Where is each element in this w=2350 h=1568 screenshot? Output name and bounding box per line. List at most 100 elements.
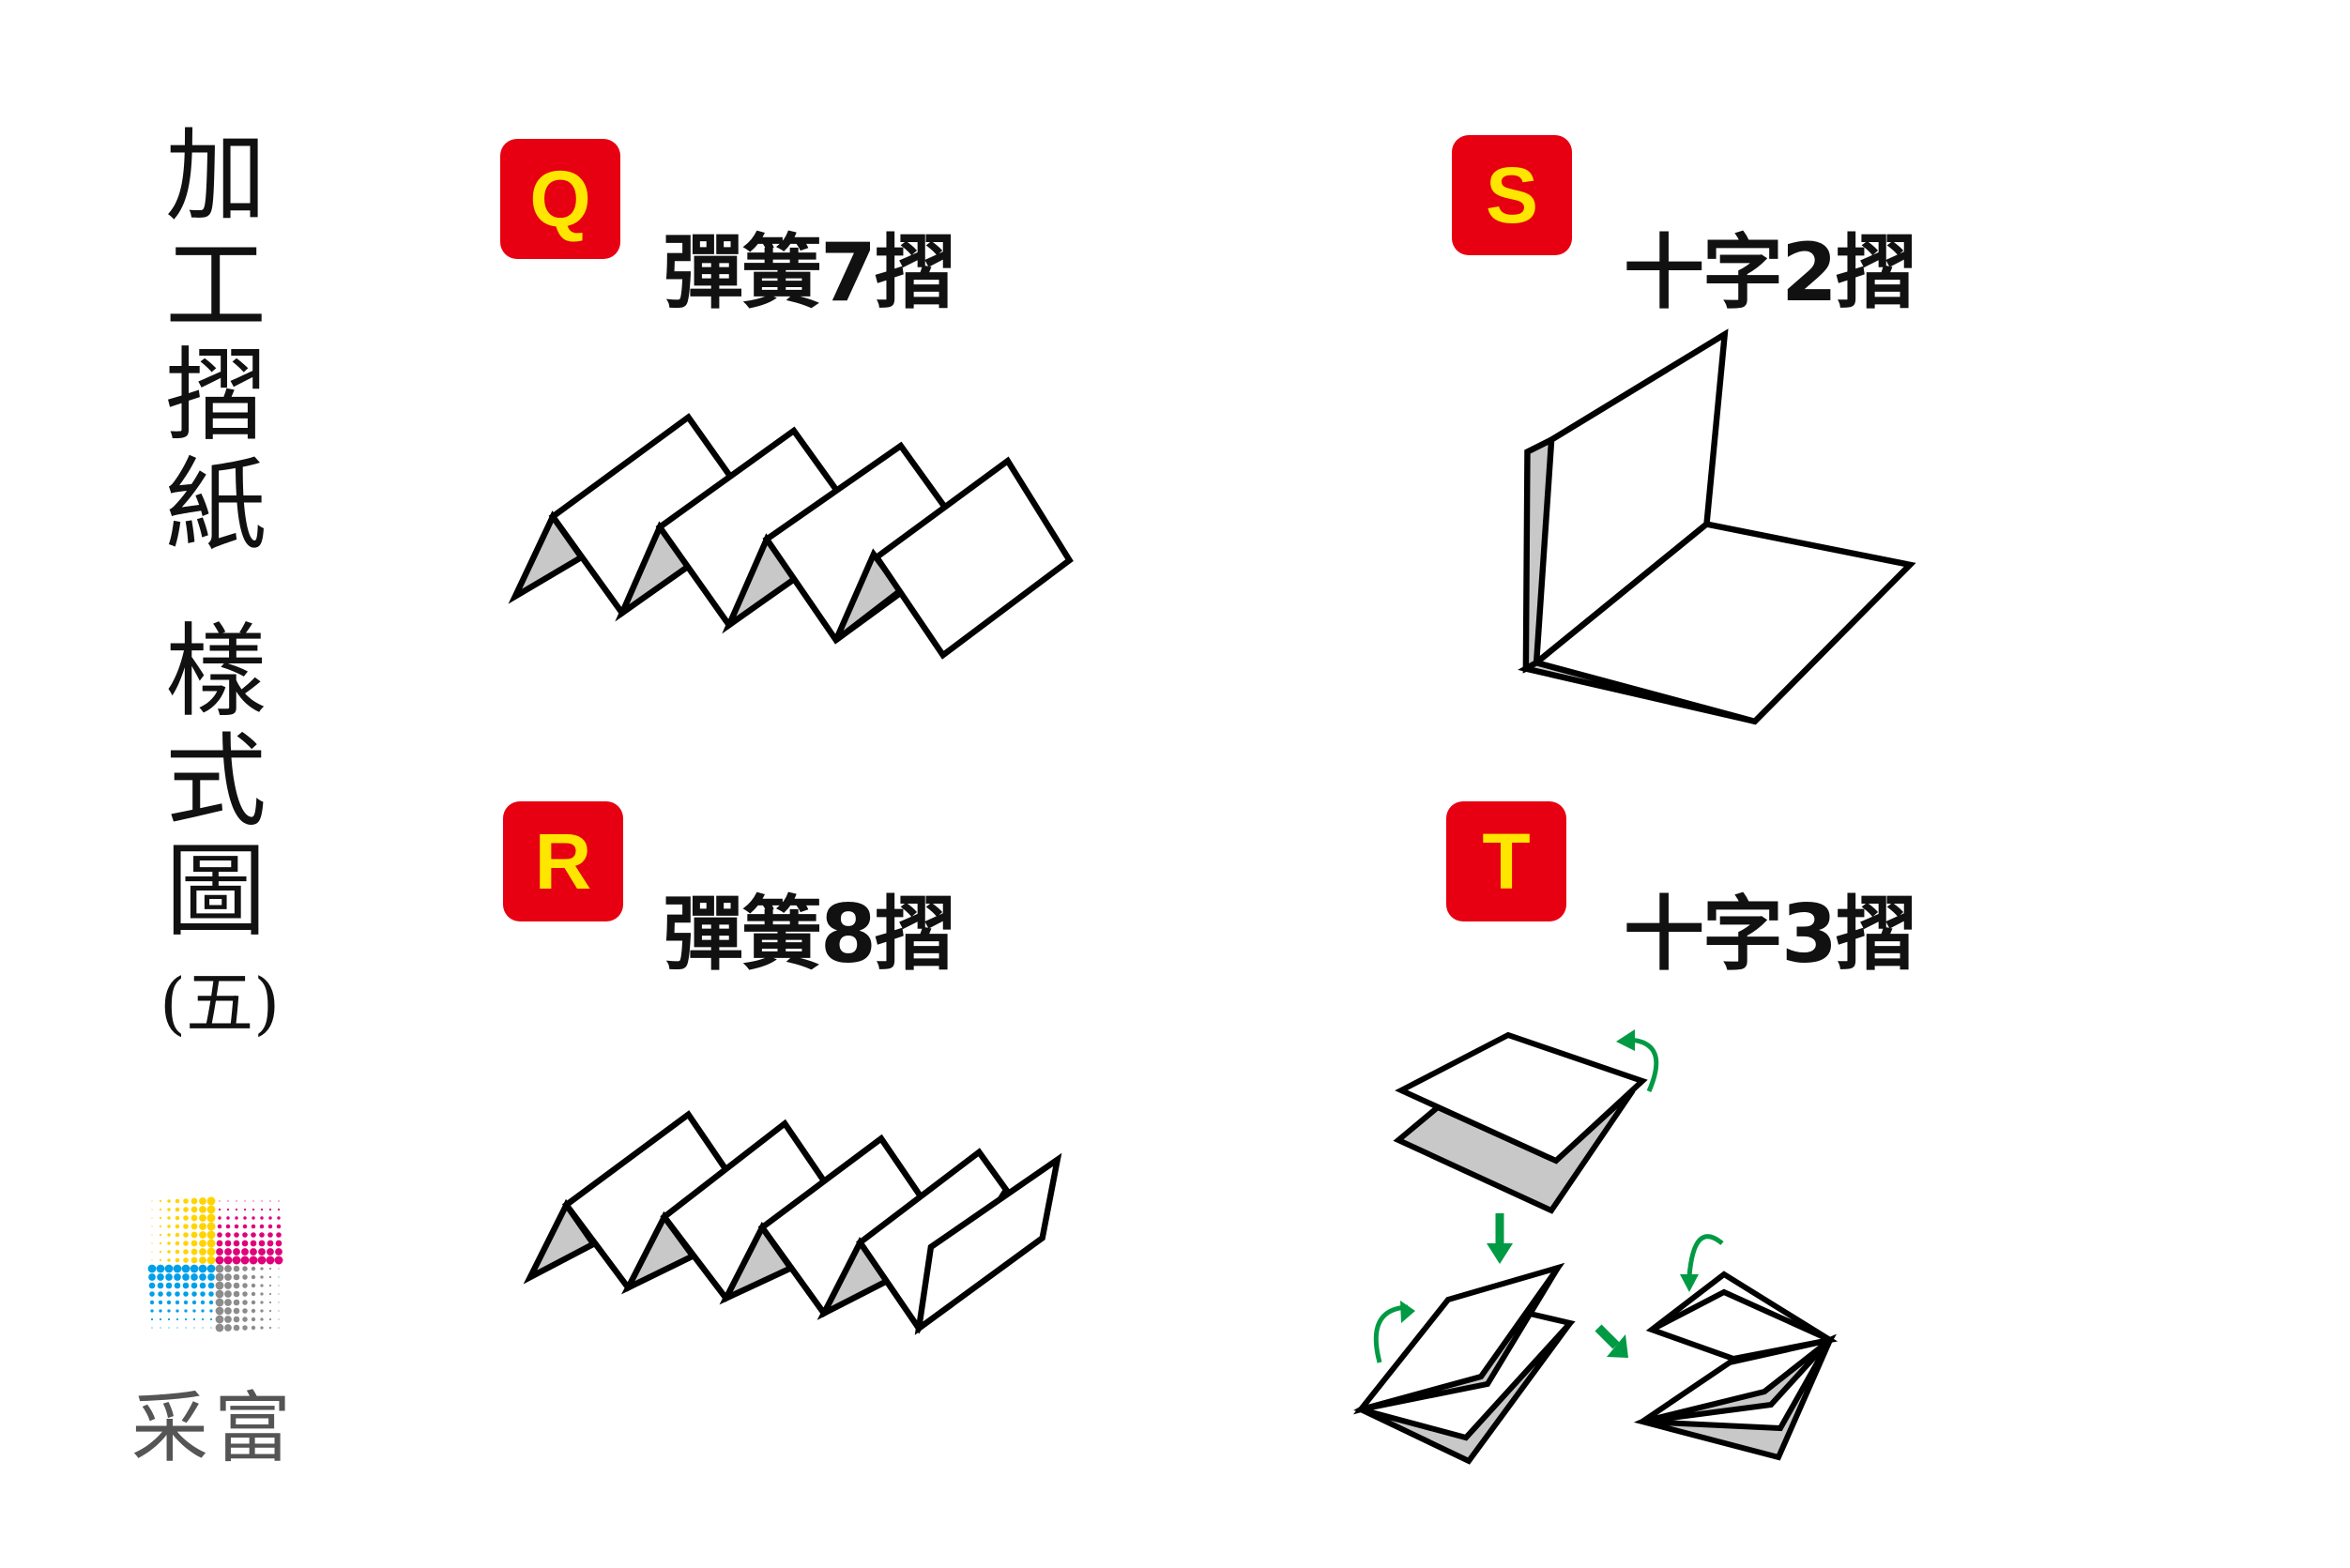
logo-dot (167, 1208, 171, 1211)
logo-dot (175, 1198, 180, 1204)
logo-dot (260, 1317, 264, 1321)
logo-dot (175, 1224, 180, 1229)
diagram-t-cross-3-fold (1352, 1031, 1839, 1465)
logo-dot (159, 1241, 162, 1245)
logo-dot (233, 1282, 240, 1289)
logo-dot (201, 1309, 205, 1313)
logo-dot (224, 1273, 232, 1281)
logo-dot (242, 1300, 248, 1305)
logo-dot (210, 1327, 212, 1329)
logo-dot (199, 1197, 206, 1205)
logo-dot (268, 1267, 272, 1271)
logo-dot (158, 1291, 163, 1297)
logo-dot (149, 1291, 155, 1297)
logo-dot (201, 1317, 205, 1321)
logo-dot (224, 1248, 232, 1256)
logo-dot (217, 1232, 222, 1238)
vertical-title: 加 工 摺 紙 樣 式 圖 (五) (160, 118, 280, 1050)
logo-dot (252, 1208, 255, 1211)
logo-dot (278, 1268, 280, 1270)
logo-dot (199, 1282, 206, 1289)
logo-dot (260, 1292, 264, 1296)
logo-dot (175, 1309, 179, 1313)
logo-dot (224, 1307, 232, 1315)
logo-dot (191, 1231, 198, 1239)
logo-dot (199, 1273, 206, 1281)
logo-dot (191, 1291, 197, 1297)
logo-dot (234, 1232, 239, 1238)
logo-dot (215, 1264, 224, 1273)
logo-dot (277, 1216, 281, 1220)
logo-dot (167, 1258, 171, 1262)
logo-dot (235, 1216, 238, 1220)
logo-dot (175, 1300, 180, 1305)
logo-dot (175, 1257, 180, 1263)
label-r: 彈簧8摺 (663, 888, 955, 982)
logo-dot (209, 1317, 213, 1321)
logo-dot (175, 1232, 180, 1238)
logo-dot (200, 1291, 206, 1297)
logo-dot (167, 1199, 171, 1203)
logo-dot (216, 1248, 223, 1256)
logo-dot (206, 1239, 216, 1248)
logo-dot (251, 1317, 256, 1322)
logo-dot (251, 1325, 256, 1331)
logo-dot (166, 1300, 172, 1305)
title-char: 加 (164, 118, 267, 236)
logo-dot (267, 1248, 274, 1256)
logo-dot (243, 1216, 247, 1220)
logo-dot (199, 1248, 206, 1256)
logo-dot (224, 1316, 232, 1323)
logo-dot (268, 1326, 272, 1330)
logo-dot (206, 1247, 216, 1256)
logo-dot (242, 1291, 248, 1297)
logo-dot (168, 1327, 170, 1329)
logo-dot (244, 1200, 246, 1202)
logo-dot (224, 1265, 232, 1272)
logo-dot (233, 1299, 240, 1306)
logo-dot (268, 1292, 272, 1296)
logo-dot (149, 1300, 155, 1305)
logo-dot (219, 1200, 221, 1202)
logo-dot (206, 1264, 216, 1273)
logo-dot (190, 1264, 199, 1273)
logo-dot (217, 1224, 222, 1229)
logo-dot (274, 1256, 283, 1265)
logo-dot (151, 1242, 153, 1244)
logo-dot (251, 1283, 256, 1288)
logo-dot (175, 1291, 180, 1297)
logo-dot (261, 1200, 263, 1202)
logo-dot (183, 1207, 189, 1212)
logo-dot (260, 1284, 264, 1287)
logo-dot (147, 1264, 157, 1273)
logo-dot (252, 1200, 254, 1202)
logo-dot (218, 1216, 221, 1220)
logo-dot (184, 1317, 188, 1321)
logo-dot (259, 1224, 265, 1229)
logo-dot (250, 1248, 257, 1256)
logo-dot (278, 1310, 280, 1312)
diagram-s-cross-2-fold (1518, 328, 1916, 725)
logo-dot (268, 1216, 272, 1220)
logo-dot (207, 1282, 215, 1289)
logo-dot (191, 1206, 198, 1213)
logo-dot (191, 1300, 197, 1305)
logo-dot (258, 1248, 266, 1256)
logo-dot (233, 1248, 240, 1256)
logo-dot (251, 1224, 256, 1229)
logo-dot (278, 1293, 280, 1295)
logo-dot (215, 1281, 224, 1290)
logo-dot (206, 1205, 216, 1214)
logo-dot (233, 1273, 240, 1281)
logo-dot (199, 1223, 206, 1230)
logo-dot (185, 1327, 187, 1329)
logo-dot (226, 1208, 230, 1211)
logo-dot (174, 1273, 181, 1281)
curved-arrow-icon (1373, 1304, 1409, 1363)
logo-dot (233, 1307, 240, 1315)
logo-dot (151, 1234, 153, 1236)
logo-dot (206, 1230, 216, 1240)
logo-dot (215, 1272, 224, 1282)
logo-dot (208, 1291, 214, 1297)
